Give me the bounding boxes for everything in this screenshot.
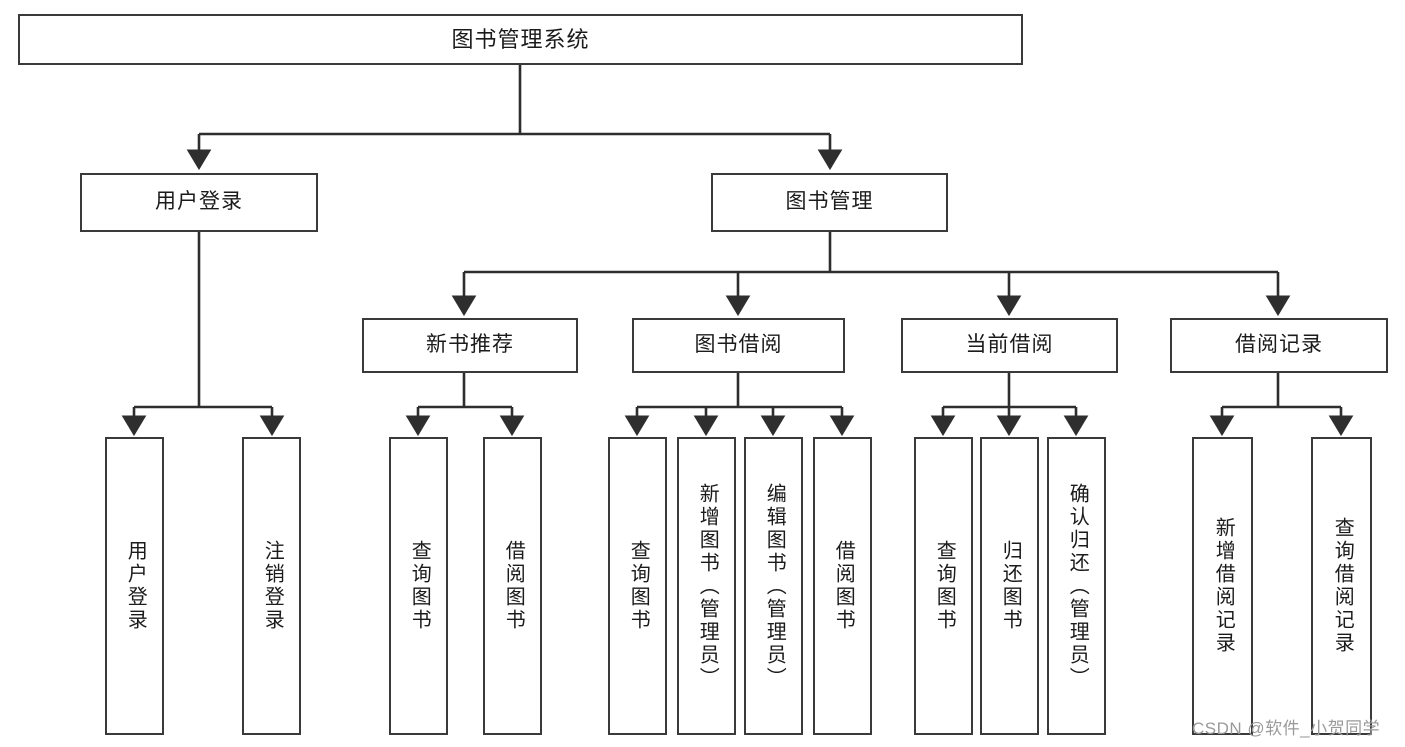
node-label: 用户登录 [155,190,243,214]
node-label: 编辑图书（管理员） [763,482,786,690]
node-label: 新增借阅记录 [1212,517,1235,655]
node-book-borrowing[interactable]: 图书借阅 [632,318,845,373]
node-leaf-cur-return-book[interactable]: 归还图书 [980,437,1039,735]
node-label: 查询借阅记录 [1331,517,1354,655]
node-leaf-cur-confirm-return[interactable]: 确认归还（管理员） [1047,437,1106,735]
node-leaf-cur-query-book[interactable]: 查询图书 [914,437,973,735]
node-label: 注销登录 [261,540,284,632]
node-leaf-rec-query-book[interactable]: 查询图书 [389,437,448,735]
node-borrowing-record[interactable]: 借阅记录 [1170,318,1388,373]
node-label: 新增图书（管理员） [696,482,719,690]
node-leaf-borrow-query-book[interactable]: 查询图书 [608,437,667,735]
node-user-login[interactable]: 用户登录 [80,173,318,232]
node-label: 借阅图书 [502,540,525,632]
node-leaf-rec-borrow-book[interactable]: 借阅图书 [483,437,542,735]
node-leaf-rec-add-record[interactable]: 新增借阅记录 [1192,437,1253,735]
node-leaf-user-logout[interactable]: 注销登录 [242,437,301,735]
node-label: 查询图书 [627,540,650,632]
node-label: 确认归还（管理员） [1066,482,1089,690]
node-leaf-borrow-add-book[interactable]: 新增图书（管理员） [677,437,736,735]
node-label: 新书推荐 [426,333,514,357]
node-label: 图书管理 [785,190,874,214]
node-leaf-user-login[interactable]: 用户登录 [105,437,164,735]
node-root-book-management-system[interactable]: 图书管理系统 [18,14,1023,65]
node-label: 借阅记录 [1235,333,1323,357]
node-label: 图书借阅 [694,333,783,357]
node-book-management[interactable]: 图书管理 [711,173,948,232]
node-label: 查询图书 [933,540,956,632]
node-leaf-rec-query-record[interactable]: 查询借阅记录 [1311,437,1372,735]
node-new-book-recommendation[interactable]: 新书推荐 [362,318,578,373]
node-label: 查询图书 [408,540,431,632]
node-leaf-borrow-edit-book[interactable]: 编辑图书（管理员） [744,437,803,735]
node-label: 当前借阅 [965,333,1054,357]
node-label: 用户登录 [124,540,147,632]
node-current-borrowing[interactable]: 当前借阅 [901,318,1118,373]
node-label: 图书管理系统 [451,26,590,52]
node-leaf-borrow-borrow-book[interactable]: 借阅图书 [813,437,872,735]
node-label: 归还图书 [999,540,1022,632]
node-label: 借阅图书 [832,540,855,632]
csdn-watermark: CSDN @软件_小贺同学 [1192,719,1381,738]
